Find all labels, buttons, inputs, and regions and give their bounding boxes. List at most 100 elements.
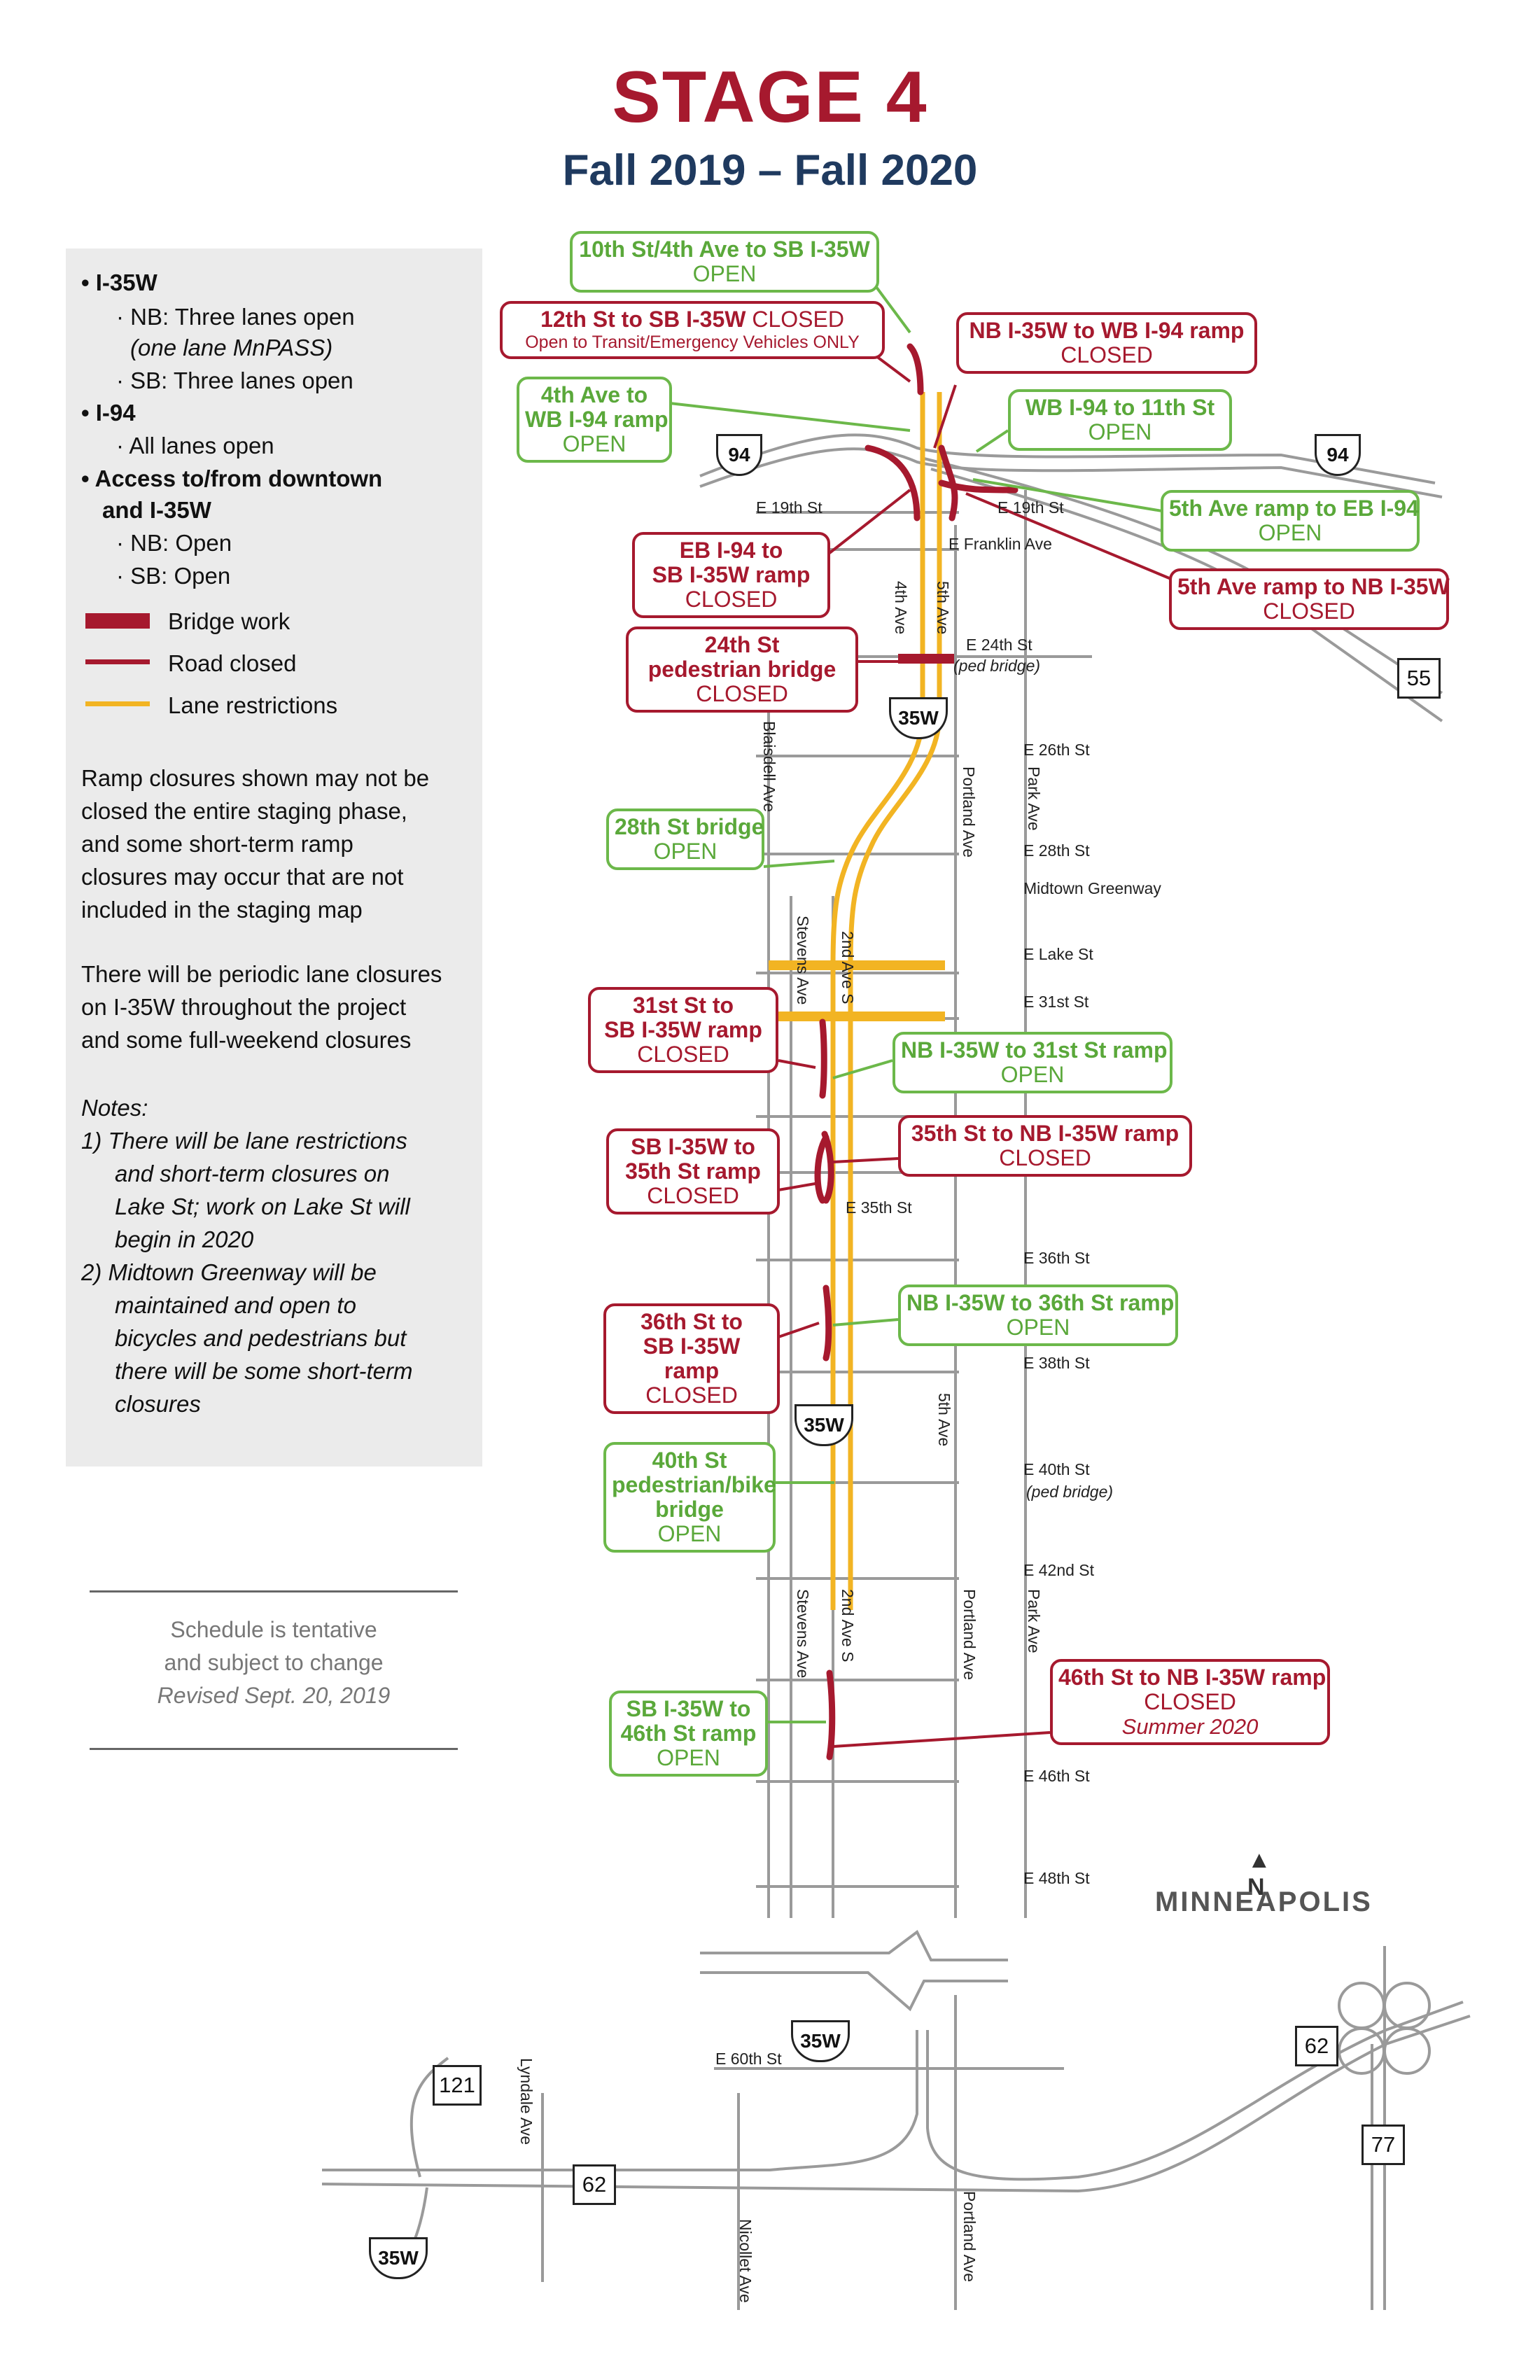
legend-lane-restrictions: Lane restrictions (168, 692, 338, 718)
label-e19th-west: E 19th St (756, 498, 822, 517)
callout-nb-i35w-wb-i94-closed: NB I-35W to WB I-94 ramp CLOSED (956, 312, 1257, 374)
bridge-work-swatch (85, 613, 150, 629)
callout-eb-i94-sb-i35w-closed: EB I-94 to SB I-35W ramp CLOSED (632, 532, 830, 618)
label-e38th: E 38th St (1023, 1354, 1090, 1372)
legend-access-heading-2: and I-35W (102, 497, 211, 523)
legend-panel: • I-35W · NB: Three lanes open (one lane… (66, 248, 482, 1466)
i35w-shield-south: 35W (791, 2020, 850, 2062)
schedule-note: Schedule is tentative and subject to cha… (90, 1590, 458, 1750)
label-e31st: E 31st St (1023, 993, 1089, 1011)
label-4th-ave: 4th Ave (892, 581, 910, 635)
street-grid (541, 490, 1092, 2310)
lane-restrictions-swatch (85, 701, 150, 706)
callout-sb-i35w-35th-st-closed: SB I-35W to 35th St ramp CLOSED (606, 1128, 780, 1214)
road-closures (814, 343, 1018, 1760)
legend-note1-1: 1) There will be lane restrictions (81, 1128, 407, 1154)
legend-notes-heading: Notes: (81, 1095, 148, 1121)
callout-5th-ave-eb-i94-open: 5th Ave ramp to EB I-94 OPEN (1161, 490, 1420, 552)
legend-ramp-note-1: Ramp closures shown may not be (81, 765, 430, 791)
legend-note2-3: bicycles and pedestrians but (115, 1325, 407, 1351)
label-e26th: E 26th St (1023, 741, 1090, 759)
label-stevens-ave: Stevens Ave (794, 916, 812, 1005)
legend-access-nb: · NB: Open (116, 530, 232, 556)
i35w-shield-southwest: 35W (369, 2237, 428, 2279)
legend-note2-1: 2) Midtown Greenway will be (81, 1259, 377, 1285)
legend-ramp-note-2: closed the entire staging phase, (81, 798, 407, 824)
callout-46th-st-nb-i35w-closed: 46th St to NB I-35W ramp CLOSED Summer 2… (1050, 1659, 1330, 1745)
callout-35th-st-nb-i35w-closed: 35th St to NB I-35W ramp CLOSED (898, 1115, 1192, 1177)
label-portland-ave-3: Portland Ave (960, 2191, 979, 2283)
north-arrow: ▲N (1247, 1847, 1271, 1900)
callout-nb-i35w-36th-st-open: NB I-35W to 36th St ramp OPEN (898, 1284, 1178, 1346)
legend-ramp-note-4: closures may occur that are not (81, 864, 404, 890)
i94-shield-east: 94 (1315, 434, 1361, 476)
legend-note2-2: maintained and open to (115, 1292, 356, 1318)
callout-36th-st-sb-i35w-closed: 36th St to SB I-35W ramp CLOSED (603, 1303, 780, 1414)
legend-ramp-note-3: and some short-term ramp (81, 831, 354, 857)
legend-ramp-note-5: included in the staging map (81, 897, 363, 923)
legend-note1-4: begin in 2020 (115, 1226, 254, 1252)
label-e36th: E 36th St (1023, 1249, 1090, 1267)
callout-4th-ave-wb-i94-open: 4th Ave to WB I-94 ramp OPEN (517, 377, 672, 463)
legend-i35w-heading: • I-35W (81, 270, 158, 295)
legend-sb: · SB: Three lanes open (116, 368, 354, 393)
city-label: MINNEAPOLIS (1155, 1886, 1373, 1917)
legend-lane-note-1: There will be periodic lane closures (81, 961, 442, 987)
i94-shield-west: 94 (716, 434, 762, 476)
legend-nb-note: (one lane MnPASS) (130, 335, 333, 360)
label-ped-bridge-24: (ped bridge) (953, 657, 1041, 675)
label-stevens-ave-2: Stevens Ave (794, 1589, 812, 1679)
schedule-line-2: and subject to change (164, 1650, 384, 1675)
label-ped-bridge-40: (ped bridge) (1026, 1483, 1114, 1501)
label-franklin: E Franklin Ave (948, 535, 1052, 553)
legend-lane-note-2: on I-35W throughout the project (81, 994, 407, 1020)
label-park-ave: Park Ave (1025, 766, 1043, 831)
label-portland-ave-2: Portland Ave (960, 1589, 979, 1681)
legend-note2-5: closures (115, 1391, 201, 1417)
label-5th-ave: 5th Ave (934, 581, 952, 635)
callout-nb-i35w-31st-st-open: NB I-35W to 31st St ramp OPEN (892, 1032, 1172, 1093)
hwy-62-marker-east: 62 (1295, 2026, 1338, 2066)
i35w-shield-north: 35W (889, 697, 948, 739)
road-closed-swatch (85, 659, 150, 664)
label-midtown-greenway: Midtown Greenway (1023, 879, 1161, 897)
label-nicollet-ave: Nicollet Ave (736, 2219, 755, 2303)
callout-leaders (663, 272, 1177, 1748)
legend-access-sb: · SB: Open (116, 563, 231, 589)
hwy-62-marker-west: 62 (573, 2164, 616, 2205)
label-e42nd: E 42nd St (1023, 1561, 1095, 1579)
callout-wb-i94-11th-st-open: WB I-94 to 11th St OPEN (1008, 389, 1232, 451)
label-blaisdell-ave: Blaisdell Ave (760, 721, 778, 812)
label-e19th-east: E 19th St (997, 498, 1064, 517)
callout-31st-st-sb-i35w-closed: 31st St to SB I-35W ramp CLOSED (588, 987, 778, 1073)
schedule-line-1: Schedule is tentative (170, 1617, 377, 1642)
label-e48th: E 48th St (1023, 1869, 1090, 1887)
label-e60th: E 60th St (715, 2050, 782, 2068)
label-2nd-ave-s-2: 2nd Ave S (839, 1589, 857, 1662)
label-e46th: E 46th St (1023, 1767, 1090, 1785)
label-e35th: E 35th St (846, 1198, 912, 1217)
callout-12th-st-closed: 12th St to SB I-35W CLOSED Open to Trans… (500, 301, 885, 359)
label-2nd-ave-s: 2nd Ave S (839, 931, 857, 1004)
legend-i94: · All lanes open (116, 433, 274, 458)
legend-note1-2: and short-term closures on (115, 1161, 390, 1186)
label-e28th: E 28th St (1023, 841, 1090, 860)
legend-road-closed: Road closed (168, 650, 297, 676)
schedule-revised: Revised Sept. 20, 2019 (157, 1683, 391, 1708)
callout-40th-st-ped-bike-bridge-open: 40th St pedestrian/bike bridge OPEN (603, 1442, 776, 1553)
label-portland-ave: Portland Ave (960, 766, 978, 858)
legend-note1-3: Lake St; work on Lake St will (115, 1194, 410, 1219)
page-subtitle: Fall 2019 – Fall 2020 (562, 146, 978, 195)
i35w-shield-mid: 35W (794, 1404, 853, 1446)
legend-lane-note-3: and some full-weekend closures (81, 1027, 412, 1053)
callout-28th-st-bridge-open: 28th St bridge OPEN (606, 808, 764, 870)
callout-24th-st-ped-bridge-closed: 24th St pedestrian bridge CLOSED (626, 626, 858, 713)
bridge-work (898, 654, 954, 664)
interchange-hwy62-77 (1338, 1982, 1431, 2075)
page-title: STAGE 4 (612, 57, 928, 138)
label-lyndale-ave: Lyndale Ave (517, 2058, 536, 2146)
label-e24th: E 24th St (966, 636, 1032, 654)
legend-note2-4: there will be some short-term (115, 1358, 413, 1384)
label-park-ave-2: Park Ave (1025, 1589, 1043, 1653)
legend-nb: · NB: Three lanes open (116, 304, 355, 330)
